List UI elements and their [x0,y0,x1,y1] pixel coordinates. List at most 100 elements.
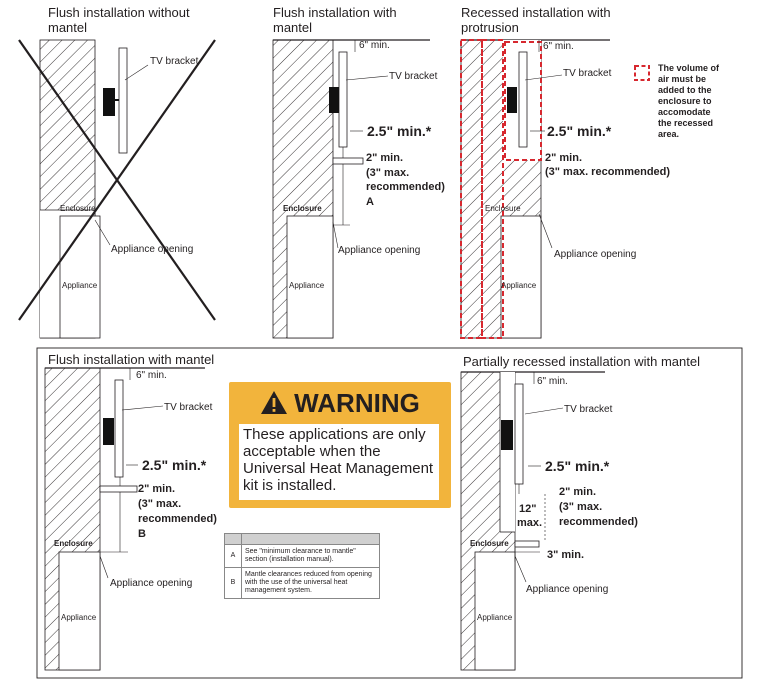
p4-tv-bracket-label: TV bracket [164,402,213,413]
p2-three-max: (3" max. [366,167,409,179]
p2-clearance-25: 2.5" min.* [367,123,432,139]
cross-line-2 [18,39,216,321]
appliance-box [474,551,516,671]
legend-swatch [634,65,650,81]
p2-tv-bracket-label: TV bracket [389,71,438,82]
p2-appliance-label: Appliance [289,281,325,290]
svg-text:air must be: air must be [658,74,706,84]
p3-three-max-recommended: (3" max. recommended) [545,166,670,178]
p5-max: max. [517,517,542,529]
p5-enclosure-label: Enclosure [470,539,509,548]
table-key: B [224,567,242,599]
tv-bracket-block [507,87,517,113]
p4-enclosure-label: Enclosure [54,539,93,548]
panel-partially-recessed-with-mantel [460,371,605,671]
p4-three-max: (3" max. [138,498,181,510]
table-row: B Mantle clearances reduced from opening… [224,567,380,599]
p4-letter-B: B [138,528,146,540]
tv-panel [518,51,528,148]
table-header-row [224,533,380,545]
mantel [514,540,540,548]
p5-two-min: 2" min. [559,486,596,498]
tv-panel [114,379,124,478]
p5-clearance-25: 2.5" min.* [545,458,610,474]
p1-enclosure-label: Enclosure [60,204,96,213]
recess-area [500,372,515,532]
p1-appliance-label: Appliance [62,281,98,290]
recess-outline-tv [504,41,542,161]
bottom-frame [36,347,743,679]
panel-flush-with-mantel-B [44,367,205,671]
p4-clearance-25: 2.5" min.* [142,457,207,473]
p4-appliance-label: Appliance [61,613,97,622]
p2-six-min: 6" min. [359,40,390,51]
p3-enclosure-label: Enclosure [485,204,521,213]
mantel [332,157,364,165]
p5-twelve: 12" [519,503,536,515]
appliance-box [59,215,101,339]
p4-appliance-opening-label: Appliance opening [110,578,192,589]
p4-six-min: 6" min. [136,370,167,381]
p1-tv-bracket-label: TV bracket [150,56,199,67]
panel-4-title: Flush installation with mantel [48,352,215,367]
p3-two-min: 2" min. [545,152,582,164]
p5-three-max: (3" max. [559,501,602,513]
p3-clearance-25: 2.5" min.* [547,123,612,139]
svg-text:The volume of: The volume of [658,63,720,73]
panel-5-title: Partially recessed installation with man… [463,354,700,369]
p5-six-min: 6" min. [537,376,568,387]
recess-outline-mid [481,39,504,339]
panel-flush-with-mantel-A [272,39,430,339]
p5-appliance-label: Appliance [477,613,513,622]
svg-text:added to the: added to the [658,85,712,95]
panel-recessed-with-protrusion [460,39,650,339]
warning-triangle-icon [261,391,288,414]
p2-letter-A: A [366,196,374,208]
tv-bracket-block [103,88,115,116]
table-key: A [224,544,242,568]
p3-six-min: 6" min. [543,41,574,52]
warning-header: WARNING [229,388,451,418]
p2-enclosure-label: Enclosure [283,204,322,213]
p5-recommended: recommended) [559,516,638,528]
svg-text:area.: area. [658,129,679,139]
svg-text:accomodate: accomodate [658,107,711,117]
panel-2-title: Flush installation with mantel [273,5,397,35]
panel-1-title: Flush installation without mantel [48,5,190,35]
table-text: See "minimum clearance to mantle" sectio… [241,544,380,568]
p5-tv-bracket-label: TV bracket [564,404,613,415]
tv-panel [118,47,128,154]
p4-two-min: 2" min. [138,483,175,495]
p4-recommended: recommended) [138,513,217,525]
panel-3-title: Recessed installation with protrusion [461,5,611,35]
panel-flush-without-mantel [18,39,216,339]
tv-bracket-block [103,418,114,445]
p5-appliance-opening-label: Appliance opening [526,584,608,595]
legend-note: The volume of air must be added to the e… [658,63,720,139]
warning-box: WARNING These applications are only acce… [229,382,451,508]
tv-panel [338,51,348,148]
p2-recommended: recommended) [366,181,445,193]
p2-two-min: 2" min. [366,152,403,164]
table-text: Mantle clearances reduced from opening w… [241,567,380,599]
svg-text:enclosure to: enclosure to [658,96,712,106]
warning-title: WARNING [294,388,420,418]
p5-three-min: 3" min. [547,549,584,561]
p2-appliance-opening-label: Appliance opening [338,245,420,256]
table-row: A See "minimum clearance to mantle" sect… [224,544,380,568]
p3-appliance-label: Appliance [501,281,537,290]
p1-appliance-opening-label: Appliance opening [111,244,193,255]
tv-bracket-block [501,420,513,450]
p3-tv-bracket-label: TV bracket [563,68,612,79]
tv-panel [514,383,524,485]
appliance-box [500,215,542,339]
svg-text:the recessed: the recessed [658,118,713,128]
mantel [99,485,138,493]
reference-table: A See "minimum clearance to mantle" sect… [224,533,380,599]
appliance-box [286,215,334,339]
appliance-box [58,551,101,671]
p3-appliance-opening-label: Appliance opening [554,249,636,260]
tv-bracket-block [329,87,339,113]
warning-body: These applications are only acceptable w… [239,424,439,500]
